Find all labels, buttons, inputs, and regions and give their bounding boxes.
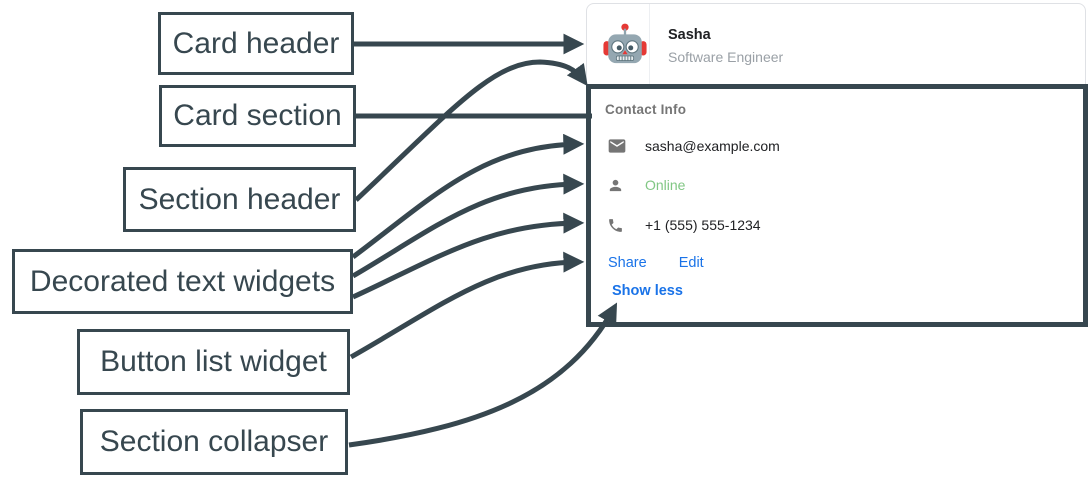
arrow-section-collapser	[348, 302, 618, 448]
label-section-header: Section header	[123, 167, 356, 232]
arrow-decorated-status	[351, 173, 585, 279]
label-decorated-text-widgets: Decorated text widgets	[12, 249, 353, 314]
label-card-section: Card section	[159, 85, 356, 147]
phone-text: +1 (555) 555-1234	[645, 217, 761, 233]
decorated-text-email: sasha@example.com	[607, 134, 780, 158]
robot-avatar-icon	[603, 23, 647, 64]
arrow-button-list	[349, 251, 585, 360]
label-card-header: Card header	[158, 12, 354, 75]
arrow-decorated-email	[351, 133, 585, 260]
profile-card: Sasha Software Engineer Contact Info sas…	[586, 3, 1088, 327]
card-header: Sasha Software Engineer	[587, 4, 1085, 84]
section-header-title: Contact Info	[605, 102, 687, 117]
status-text: Online	[645, 177, 686, 193]
person-subtitle: Software Engineer	[668, 49, 784, 65]
decorated-text-phone: +1 (555) 555-1234	[607, 213, 761, 237]
section-collapser-button[interactable]: Show less	[612, 283, 683, 299]
person-icon	[607, 177, 629, 194]
label-text: Section collapser	[99, 425, 329, 458]
email-text: sasha@example.com	[645, 138, 780, 154]
arrow-decorated-phone	[351, 212, 585, 300]
arrow-section-header	[354, 59, 588, 202]
header-divider	[649, 4, 650, 84]
label-text: Card section	[173, 99, 342, 132]
label-text: Button list widget	[100, 345, 327, 378]
person-name: Sasha	[668, 27, 711, 43]
decorated-text-status: Online	[607, 173, 685, 197]
label-button-list-widget: Button list widget	[77, 329, 350, 395]
label-section-collapser: Section collapser	[80, 409, 348, 475]
share-button[interactable]: Share	[608, 255, 647, 271]
button-list-widget: Share Edit	[608, 255, 704, 271]
email-icon	[607, 136, 629, 156]
label-text: Card header	[172, 26, 340, 60]
card-section: Contact Info sasha@example.com Online +1…	[586, 84, 1088, 327]
edit-button[interactable]: Edit	[678, 255, 704, 271]
label-text: Section header	[138, 182, 341, 216]
label-text: Decorated text widgets	[29, 264, 336, 298]
phone-icon	[607, 217, 629, 234]
